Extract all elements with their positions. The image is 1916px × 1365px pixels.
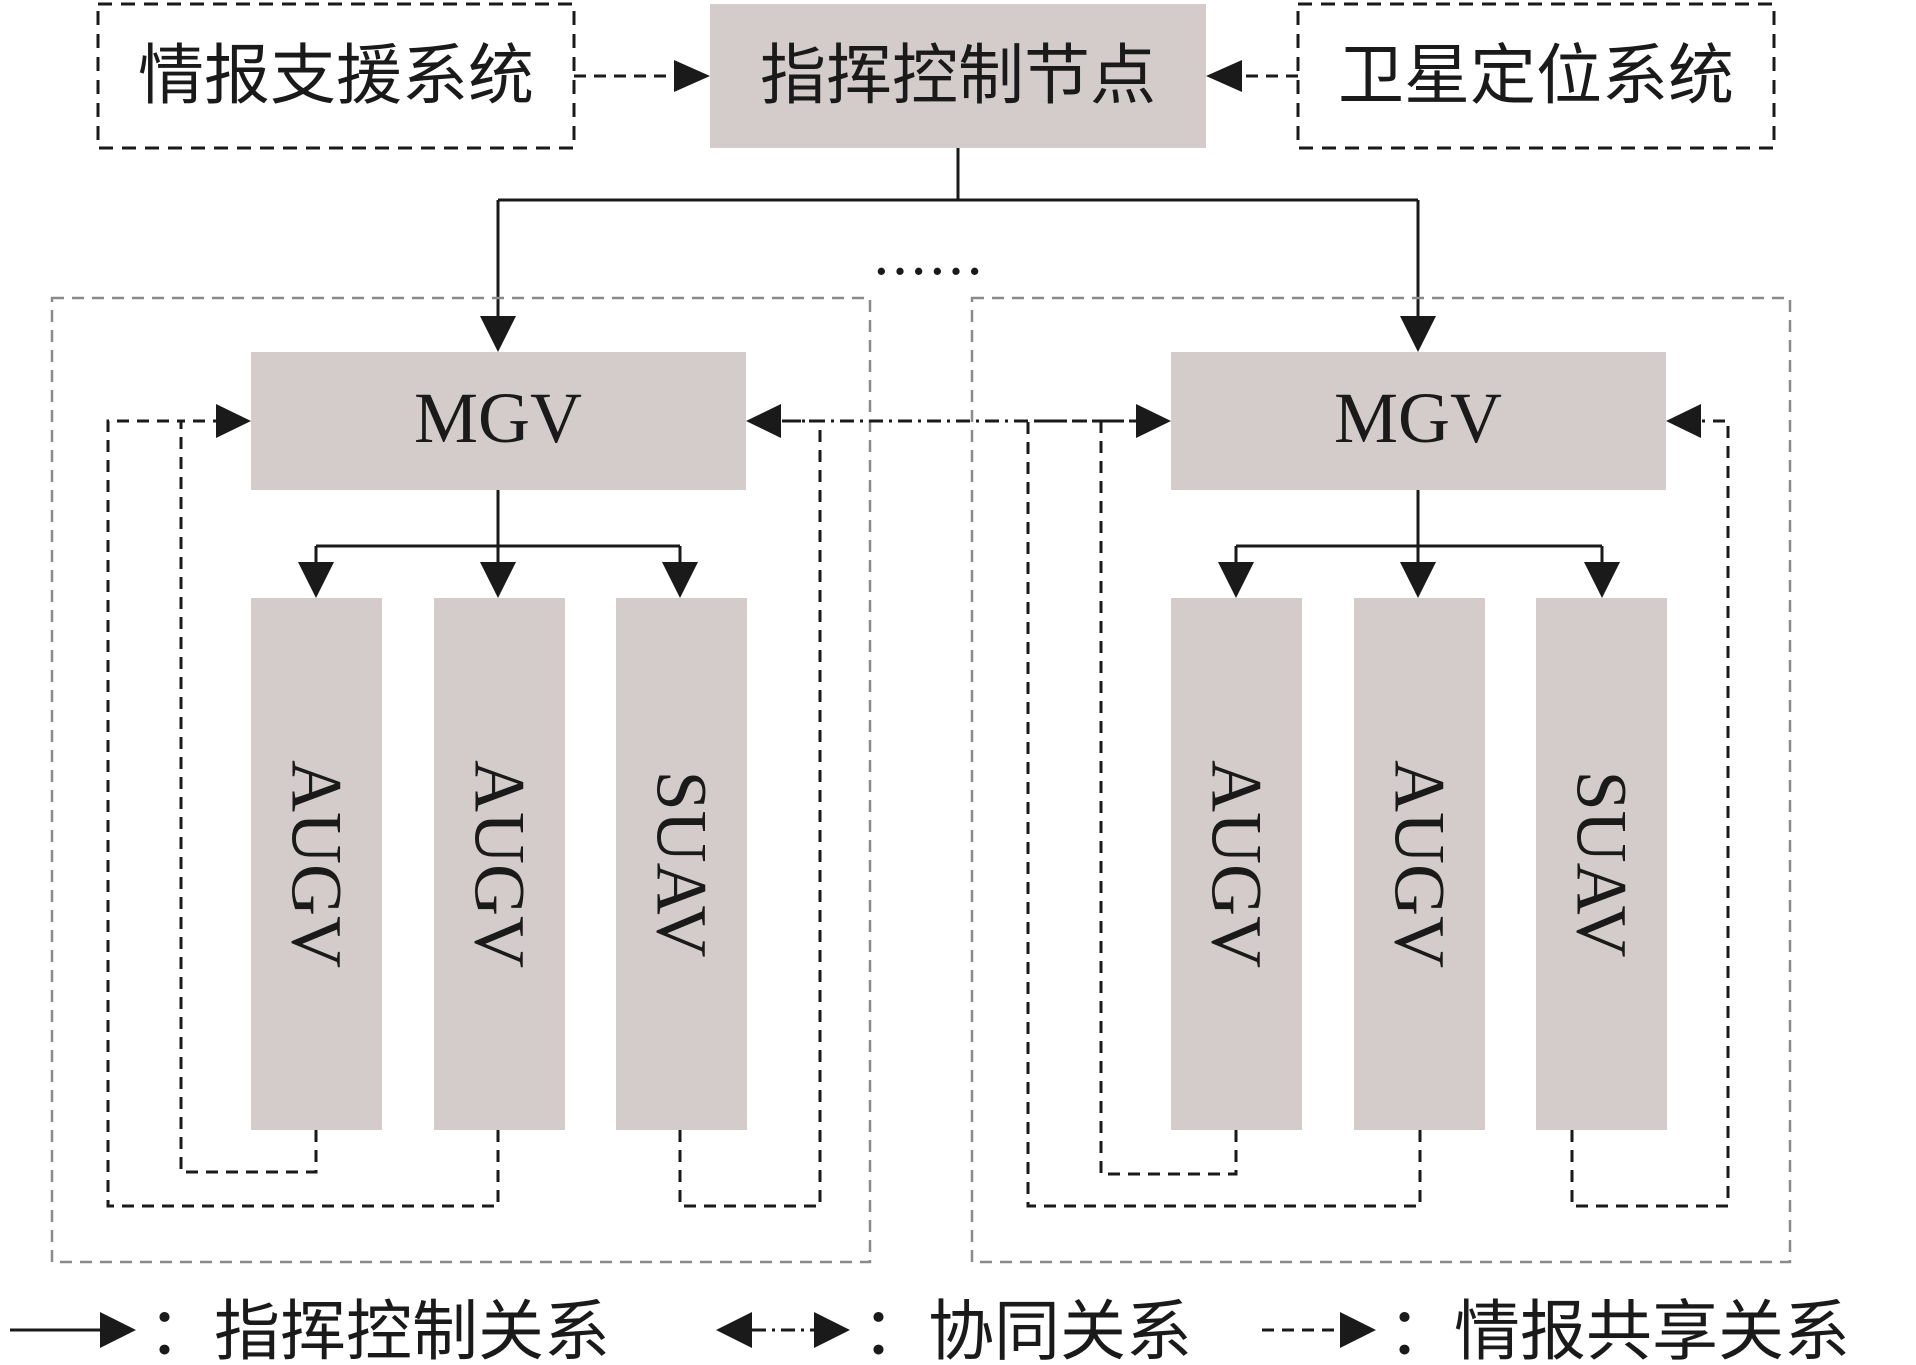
legend-cooperation-label: ：协同关系 (862, 1293, 1192, 1365)
arrowhead-icon (298, 562, 334, 598)
command-node: 指挥控制节点 (710, 4, 1206, 148)
arrowhead-icon (1400, 316, 1436, 352)
intel-sharing-connector-left (574, 60, 710, 92)
ellipsis-label: …… (872, 223, 984, 288)
legend-cooperation: ：协同关系 (716, 1293, 1192, 1365)
legend-intel-sharing-label: ：情报共享关系 (1388, 1293, 1850, 1365)
member-node-left-1: AUGV (251, 598, 382, 1130)
mgv-label: MGV (414, 378, 582, 458)
mgv-fanout-right (1218, 490, 1620, 598)
satellite-positioning-label: 卫星定位系统 (1338, 37, 1734, 114)
arrowhead-icon (1136, 404, 1171, 438)
group-frame-right (970, 296, 1792, 1264)
member-node-left-2: AUGV (434, 598, 565, 1130)
arrowhead-icon (1206, 60, 1242, 92)
augv-label: AUGV (1197, 760, 1277, 968)
group-frame-left (50, 296, 872, 1264)
legend: ：指挥控制关系 ：协同关系 ：情报共享关系 (10, 1293, 1850, 1365)
arrowhead-icon (674, 60, 710, 92)
intel-support-label: 情报支援系统 (138, 37, 534, 114)
member-node-right-3: SUAV (1536, 598, 1667, 1130)
arrowhead-icon (716, 1312, 752, 1348)
mgv-label: MGV (1334, 378, 1502, 458)
arrowhead-icon (100, 1312, 136, 1348)
legend-command-control: ：指挥控制关系 (10, 1293, 610, 1365)
suav-label: SUAV (642, 771, 722, 958)
satellite-positioning-node: 卫星定位系统 (1296, 2, 1776, 150)
arrowhead-icon (814, 1312, 850, 1348)
command-node-label: 指挥控制节点 (760, 37, 1156, 114)
mgv-node-left: MGV (251, 352, 746, 490)
member-node-right-1: AUGV (1171, 598, 1302, 1130)
intel-sharing-loops-left (106, 404, 822, 1208)
arrowhead-icon (1400, 562, 1436, 598)
mgv-node-right: MGV (1171, 352, 1666, 490)
augv-label: AUGV (460, 760, 540, 968)
member-node-left-3: SUAV (616, 598, 747, 1130)
arrowhead-icon (216, 404, 251, 438)
intel-sharing-connector-right (1206, 60, 1298, 92)
arrowhead-icon (480, 562, 516, 598)
mgv-fanout-left (298, 490, 698, 598)
arrowhead-icon (1218, 562, 1254, 598)
arrowhead-icon (746, 404, 781, 438)
arrowhead-icon (1340, 1312, 1376, 1348)
arrowhead-icon (480, 316, 516, 352)
legend-command-control-label: ：指挥控制关系 (148, 1293, 610, 1365)
augv-label: AUGV (1380, 760, 1460, 968)
augv-label: AUGV (277, 760, 357, 968)
member-node-right-2: AUGV (1354, 598, 1485, 1130)
intel-support-node: 情报支援系统 (96, 2, 576, 150)
arrowhead-icon (1666, 404, 1701, 438)
arrowhead-icon (1584, 562, 1620, 598)
arrowhead-icon (662, 562, 698, 598)
legend-intel-sharing: ：情报共享关系 (1262, 1293, 1850, 1365)
suav-label: SUAV (1562, 771, 1642, 958)
